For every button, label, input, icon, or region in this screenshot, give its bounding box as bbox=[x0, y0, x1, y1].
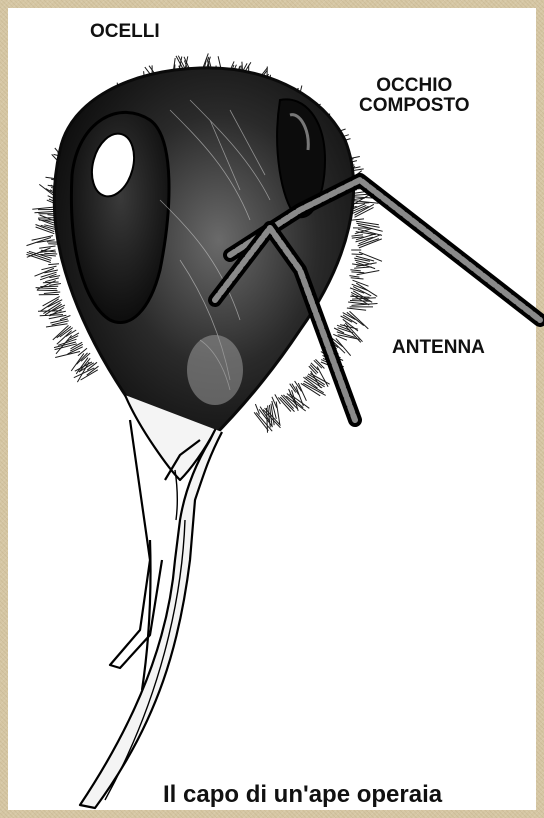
hair-strand bbox=[352, 235, 363, 236]
hair-strand bbox=[350, 296, 369, 297]
hair-strand bbox=[356, 221, 379, 225]
hair-strand bbox=[49, 284, 61, 286]
hair-strand bbox=[35, 211, 57, 213]
hair-strand bbox=[347, 308, 366, 310]
hair-strand bbox=[278, 397, 291, 411]
hair-strand bbox=[45, 278, 59, 282]
hair-strand bbox=[352, 298, 376, 299]
hair-strand bbox=[35, 268, 54, 276]
hair-strand bbox=[39, 246, 55, 248]
hair-strand bbox=[351, 272, 364, 273]
hair-strand bbox=[32, 207, 56, 209]
hair-strand bbox=[55, 352, 80, 358]
hair-strand bbox=[352, 254, 363, 255]
hair-strand bbox=[41, 266, 56, 270]
hair-strand bbox=[345, 323, 362, 342]
hair-strand bbox=[254, 412, 268, 430]
hair-strand bbox=[340, 325, 358, 330]
hair-strand bbox=[50, 319, 68, 323]
hair-strand bbox=[44, 292, 60, 294]
hair-strand bbox=[77, 353, 88, 364]
label-ocelli: OCELLI bbox=[90, 22, 160, 42]
hair-strand bbox=[348, 302, 366, 304]
hair-strand bbox=[57, 326, 71, 337]
hair-strand bbox=[351, 278, 364, 279]
hair-strand bbox=[350, 301, 371, 302]
hair-strand bbox=[350, 270, 360, 271]
label-occhio-line2: COMPOSTO bbox=[359, 96, 470, 116]
hair-strand bbox=[354, 267, 371, 268]
label-occhio-composto: OCCHIO COMPOSTO bbox=[359, 76, 470, 116]
hair-strand bbox=[44, 253, 57, 254]
label-occhio-line1: OCCHIO bbox=[359, 76, 470, 96]
clypeus-highlight bbox=[187, 335, 243, 405]
hair-strand bbox=[307, 376, 325, 387]
hair-strand bbox=[37, 290, 58, 291]
mouthparts bbox=[80, 395, 222, 808]
hair-strand bbox=[351, 219, 364, 220]
hair-strand bbox=[310, 374, 329, 385]
hair-strand bbox=[349, 276, 359, 278]
caption: Il capo di un'ape operaia bbox=[163, 782, 442, 807]
hair-strand bbox=[48, 264, 59, 265]
label-antenna: ANTENNA bbox=[392, 338, 485, 358]
